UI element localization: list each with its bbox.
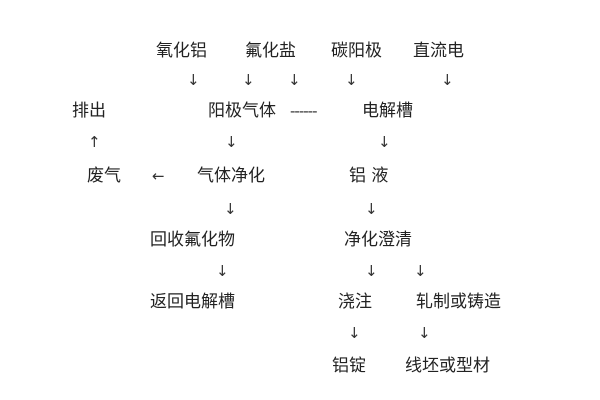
node-carbon-anode: 碳阳极 [331,41,382,61]
node-recovered-fluoride: 回收氟化物 [150,230,235,250]
node-aluminum-ingot: 铝锭 [332,356,366,376]
node-return-to-cell: 返回电解槽 [150,292,235,312]
node-pouring: 浇注 [338,292,372,312]
arrow-left-to-waste: ← [152,167,165,185]
arrow-down-cell: ↓ [378,133,391,151]
node-gas-purification: 气体净化 [197,166,265,186]
arrow-down-recovered: ↓ [216,262,229,280]
node-fluoride-salt: 氟化盐 [245,41,296,61]
node-direct-current: 直流电 [413,41,464,61]
node-aluminum-liquid: 铝 液 [349,166,389,186]
arrow-down-current: ↓ [441,71,454,89]
arrow-up-discharge: ↑ [88,133,101,151]
node-electrolytic-cell: 电解槽 [362,101,413,121]
dashed-connector: ------ [290,102,318,120]
arrow-down-pouring: ↓ [348,324,361,342]
arrow-down-aluminum-liquid: ↓ [365,200,378,218]
arrow-down-purification: ↓ [224,200,237,218]
node-purification-clarification: 净化澄清 [344,230,412,250]
node-waste-gas: 废气 [87,166,121,186]
arrow-down-fluoride-2: ↓ [288,71,301,89]
arrow-down-anode-gas: ↓ [225,133,238,151]
arrow-down-rolling: ↓ [418,324,431,342]
node-anode-gas: 阳极气体 [208,101,276,121]
node-rolling-or-casting: 轧制或铸造 [416,292,501,312]
arrow-down-carbon: ↓ [345,71,358,89]
arrow-down-alumina: ↓ [187,71,200,89]
node-wire-billet-or-profile: 线坯或型材 [405,356,490,376]
arrow-down-fluoride-1: ↓ [242,71,255,89]
arrow-down-clarification-1: ↓ [365,262,378,280]
node-alumina: 氧化铝 [156,41,207,61]
node-discharge: 排出 [72,101,106,121]
arrow-down-clarification-2: ↓ [414,262,427,280]
